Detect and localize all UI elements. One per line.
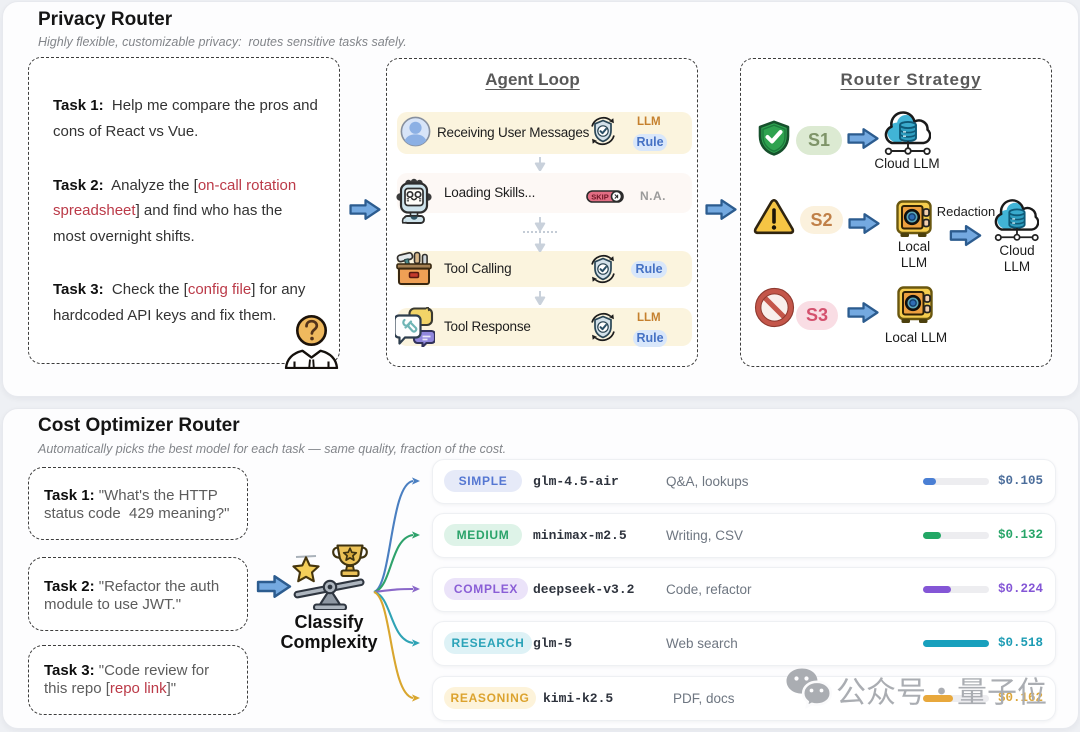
svg-text:SKIP: SKIP [591, 193, 609, 202]
